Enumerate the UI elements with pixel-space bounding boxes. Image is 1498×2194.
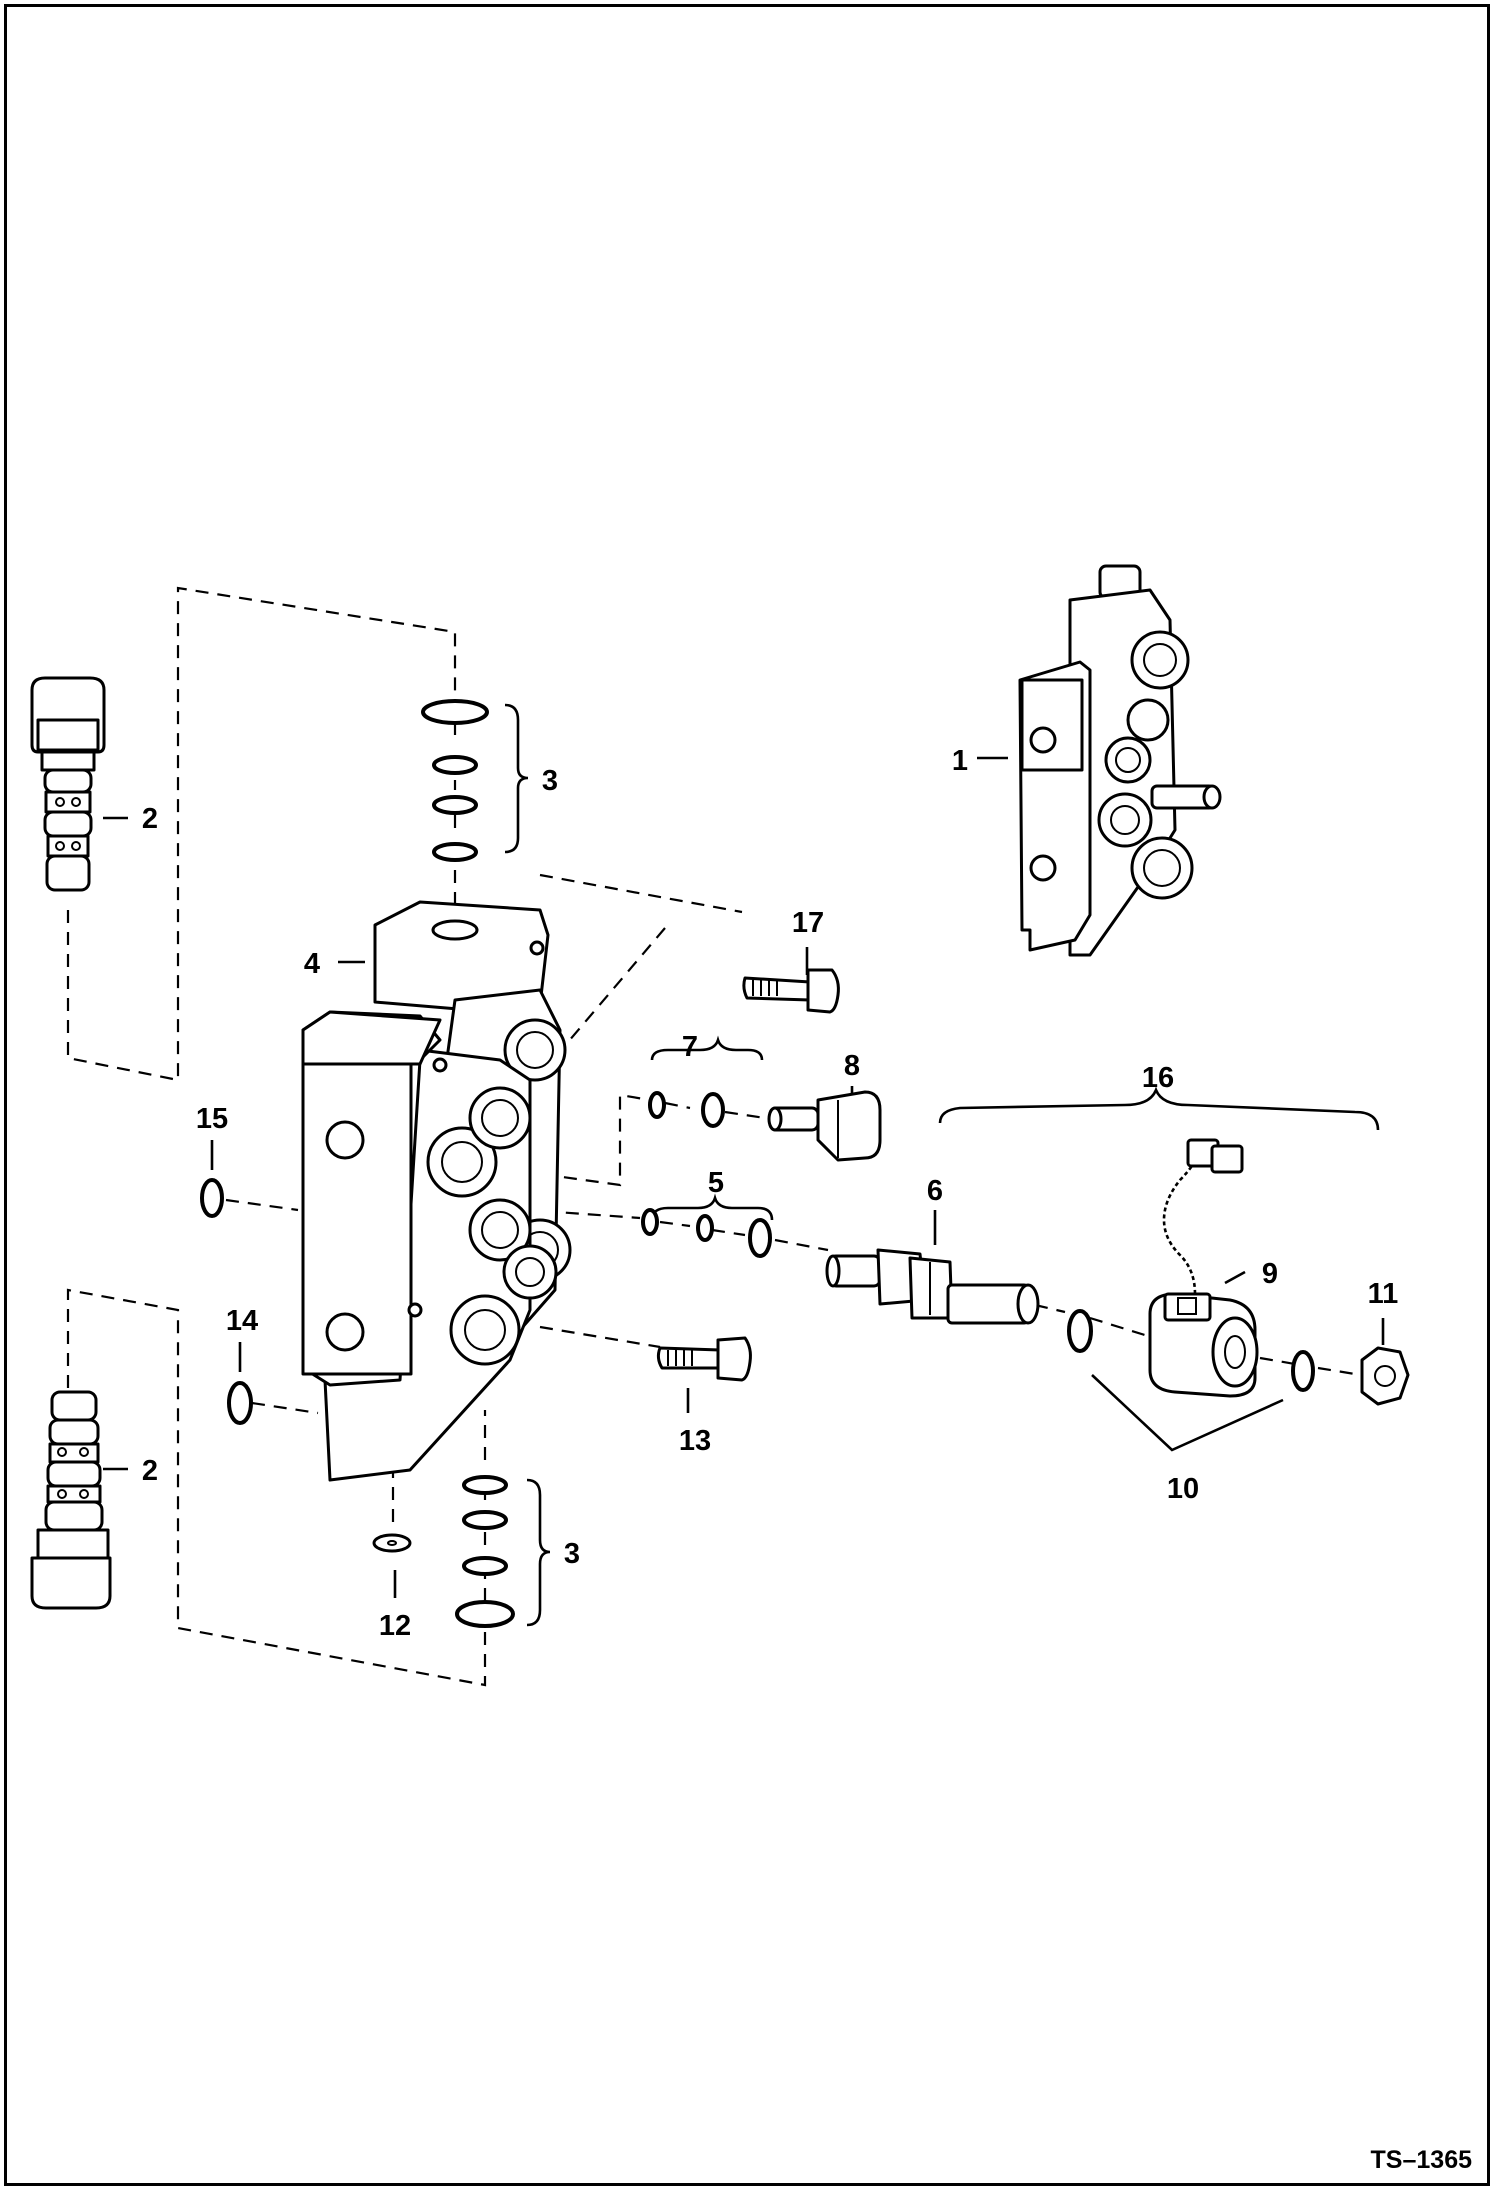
valve-assembly-part-1 bbox=[1018, 564, 1222, 957]
relief-plug-part-8 bbox=[767, 1090, 882, 1162]
bolt-part-13 bbox=[656, 1336, 752, 1382]
o-ring-part-15 bbox=[200, 1178, 224, 1218]
cartridge-valve-part-2-top bbox=[30, 676, 106, 892]
drawing-frame bbox=[4, 4, 1490, 2186]
callout-1: 1 bbox=[952, 745, 968, 777]
callout-3-top: 3 bbox=[542, 765, 558, 797]
callout-11: 11 bbox=[1368, 1278, 1399, 1310]
callout-16: 16 bbox=[1142, 1062, 1174, 1094]
washer-part-12 bbox=[372, 1533, 412, 1553]
o-ring-stack-part-3-top bbox=[421, 699, 489, 862]
o-rings-part-5 bbox=[641, 1208, 772, 1258]
callout-7: 7 bbox=[682, 1031, 698, 1063]
callout-2-top: 2 bbox=[142, 803, 158, 835]
callout-labels: 1 2 2 3 3 4 5 6 7 8 9 10 11 12 13 14 15 … bbox=[142, 745, 1398, 1642]
o-rings-part-10 bbox=[1067, 1309, 1315, 1392]
callout-leaders bbox=[103, 703, 1385, 1627]
callout-12: 12 bbox=[379, 1610, 411, 1642]
cartridge-valve-part-2-bottom bbox=[30, 1390, 112, 1610]
solenoid-cartridge-part-6 bbox=[825, 1248, 1040, 1325]
callout-2-bottom: 2 bbox=[142, 1455, 158, 1487]
o-ring-stack-part-3-bottom bbox=[455, 1475, 515, 1628]
bolt-part-17 bbox=[742, 968, 840, 1014]
callout-5: 5 bbox=[708, 1167, 724, 1199]
solenoid-coil-part-9 bbox=[1148, 1138, 1259, 1398]
callout-15: 15 bbox=[196, 1103, 228, 1135]
nut-part-11 bbox=[1360, 1346, 1410, 1406]
callout-3-bottom: 3 bbox=[564, 1538, 580, 1570]
callout-4: 4 bbox=[304, 948, 320, 980]
callout-13: 13 bbox=[679, 1425, 711, 1457]
callout-8: 8 bbox=[844, 1050, 860, 1082]
callout-6: 6 bbox=[927, 1175, 943, 1207]
figure-id: TS–1365 bbox=[1371, 2146, 1473, 2174]
valve-body-part-4 bbox=[301, 900, 572, 1482]
o-ring-part-14 bbox=[227, 1381, 253, 1425]
callout-10: 10 bbox=[1167, 1473, 1199, 1505]
callout-9: 9 bbox=[1262, 1258, 1278, 1290]
callout-14: 14 bbox=[226, 1305, 258, 1337]
callout-17: 17 bbox=[792, 907, 824, 939]
o-rings-part-7 bbox=[648, 1091, 725, 1128]
